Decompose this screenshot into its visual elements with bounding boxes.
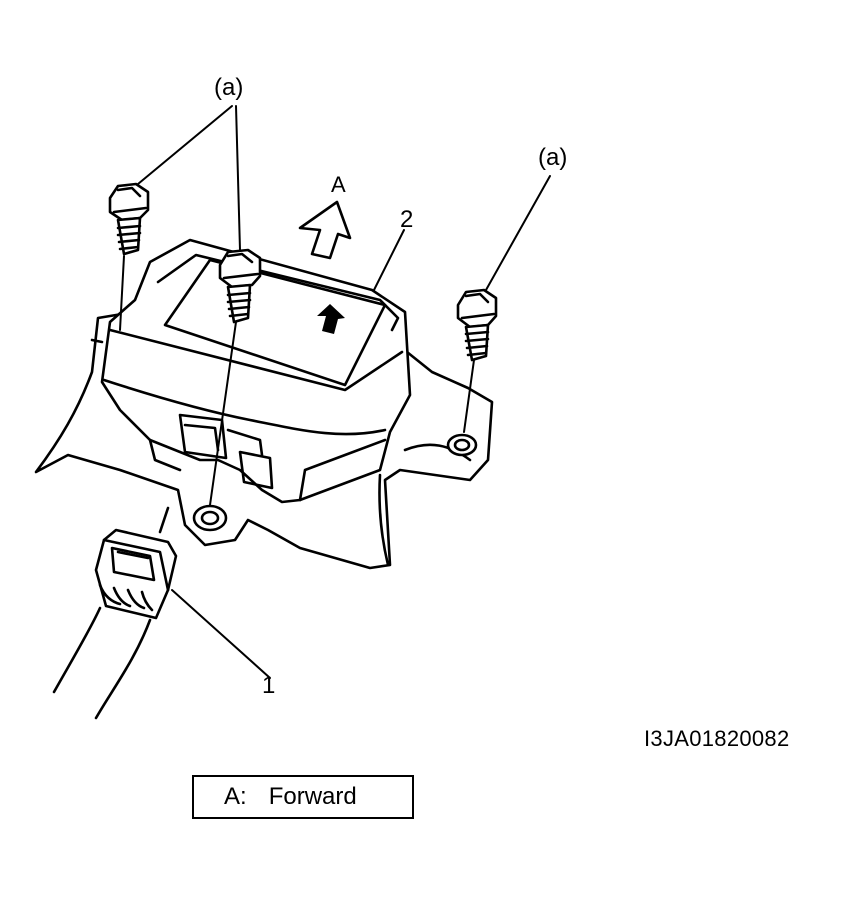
legend-box: A: Forward [192,775,414,819]
sensor-label-panel [163,258,387,387]
fastener-label-right: (a) [538,144,568,171]
bolt-icon [218,248,262,324]
sensor-arrow-icon [317,304,345,334]
bolt-icon [108,182,150,256]
fastener-label-top: (a) [214,74,244,101]
bolt-icon [456,288,498,362]
direction-label: A [331,172,346,197]
legend-key: A: [224,783,247,810]
part-label-sensor: 2 [400,206,414,233]
bolt-hole-right [446,433,478,457]
figure-code: I3JA01820082 [644,726,790,751]
bolt-hole-front [192,504,228,532]
part-label-connector: 1 [262,672,276,699]
forward-arrow-icon [298,200,352,260]
connector-icon [52,506,178,720]
legend-value: Forward [268,783,357,810]
connector-socket [178,413,228,460]
